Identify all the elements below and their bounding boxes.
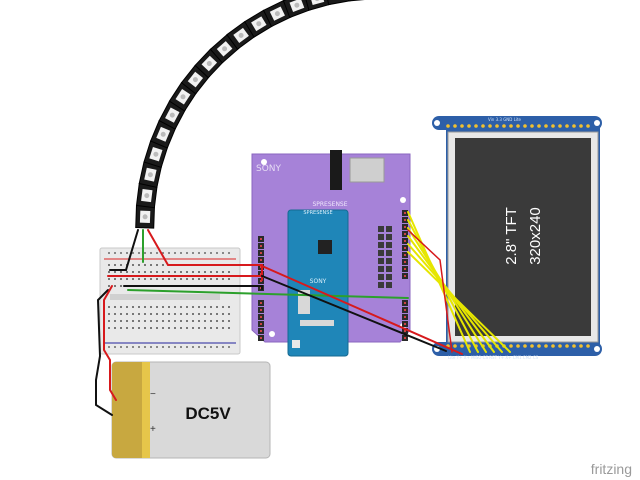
wire-battery-power (103, 285, 117, 401)
led (262, 0, 292, 28)
wire-tft-ground (261, 275, 447, 352)
tft-bottom-pin-labels: Lite Y+ X+ MISO CS RST Y+ X+ CM1 CM2 CS (448, 355, 539, 360)
wire-bb-signal (127, 289, 409, 299)
wire-battery-ground (95, 289, 113, 416)
wires (95, 211, 511, 416)
tft-display: Vin 3.3 GND Lite Lite Y+ X+ MISO CS RST … (432, 116, 602, 360)
battery-minus-label: − (150, 389, 156, 400)
battery-plus-label: + (150, 424, 156, 435)
main-board-brand: SONY (256, 164, 282, 174)
wire-tft-backlight (407, 229, 453, 353)
led (135, 204, 155, 229)
wire-tft-power (261, 265, 463, 355)
led (135, 183, 158, 209)
breadboard-holes (108, 252, 230, 348)
wire-spi (407, 251, 511, 353)
led (303, 0, 331, 11)
battery: − + DC5V (111, 361, 271, 459)
sub-board-brand: SONY (310, 278, 327, 285)
led (143, 140, 169, 169)
led (282, 0, 312, 19)
led (324, 0, 351, 6)
wire-led-power (147, 229, 263, 276)
tft-top-pin-labels: Vin 3.3 GND Lite (488, 117, 522, 122)
tft-size-label: 2.8" TFT (503, 207, 520, 265)
sub-board-name: SPRESENSE (303, 210, 332, 216)
main-board-name: SPRESENSE (312, 201, 347, 208)
tft-resolution-label: 320x240 (527, 207, 544, 265)
fritzing-watermark: fritzing (591, 461, 632, 477)
battery-label: DC5V (185, 404, 231, 423)
main-board-chip (349, 157, 385, 183)
led (226, 20, 256, 50)
led (149, 120, 177, 149)
wire-led-ground (109, 229, 139, 271)
led (346, 0, 372, 2)
tft-screen (455, 138, 591, 336)
sub-board-chip (318, 240, 332, 254)
wire-bb-ground (123, 285, 263, 290)
breadboard (99, 247, 241, 355)
wires-spi (407, 211, 511, 353)
main-board-connector (330, 150, 342, 190)
spresense-sub-board: SPRESENSE SONY (287, 209, 349, 357)
led-strip (135, 0, 372, 229)
